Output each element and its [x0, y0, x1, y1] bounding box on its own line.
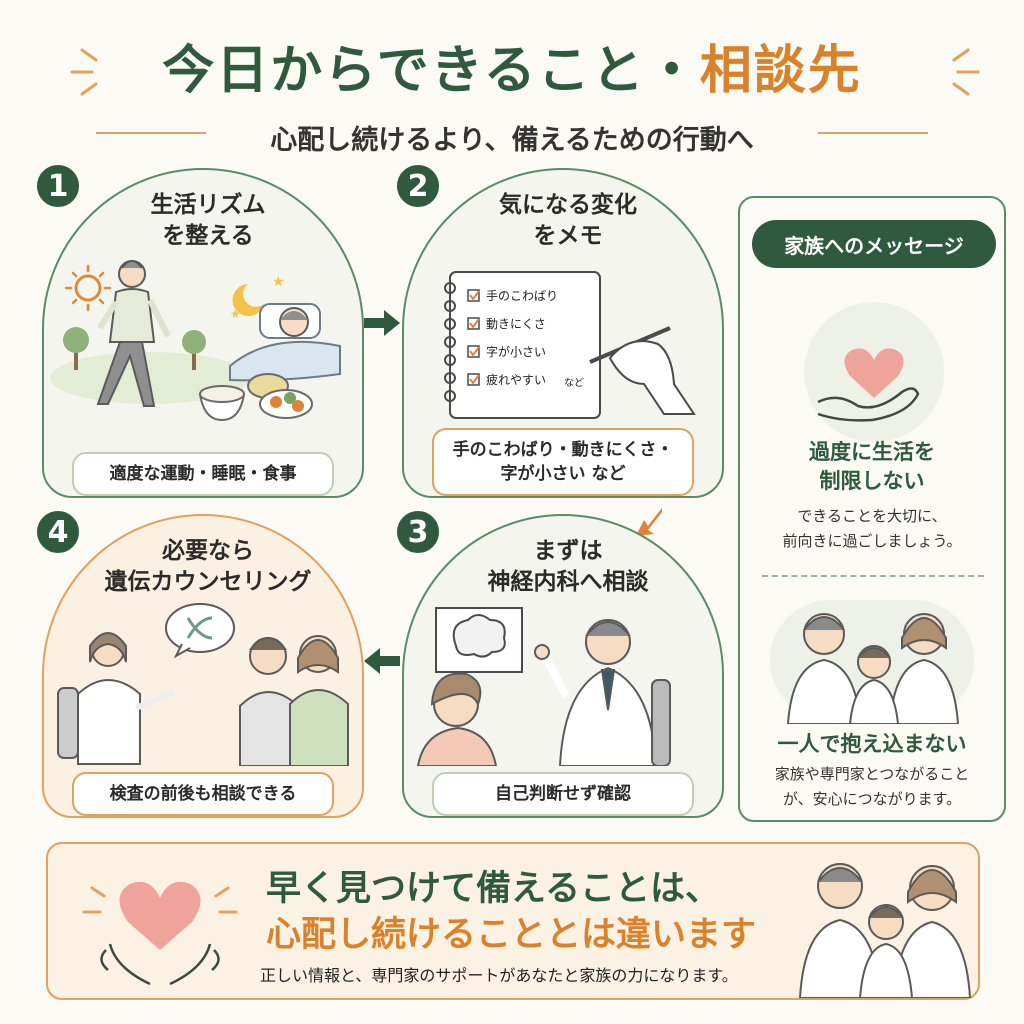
step-number-badge: 4	[34, 508, 82, 556]
hand-writing-figure	[589, 326, 696, 415]
sparkle-decoration-left	[70, 48, 98, 96]
step-title-line: 神経内科へ相談	[487, 569, 649, 595]
checkbox-icon	[467, 345, 480, 358]
step-card-3: 3 まずは 神経内科へ相談 自己判断せず確認	[394, 508, 724, 818]
family-illustration	[786, 613, 960, 724]
step-number-badge: 2	[394, 162, 442, 210]
sparkle-decoration-right	[952, 48, 980, 96]
step-caption: 検査の前後も相談できる	[72, 772, 334, 816]
title-main: 今日からできること・	[162, 41, 700, 101]
step-title-line: 気になる変化	[499, 192, 637, 218]
message-body-line: 前向きに過ごしましょう。	[782, 532, 962, 550]
memo-item: 疲れやすい	[486, 372, 546, 387]
step-title: まずは 神経内科へ相談	[444, 536, 692, 598]
step-number-badge: 3	[394, 508, 442, 556]
step-title-line: をメモ	[533, 223, 603, 249]
doctor-figure	[534, 619, 671, 766]
bottom-banner: 早く見つけて備えることは、 心配し続けることとは違います 正しい情報と、専門家の…	[46, 842, 980, 1000]
step-title-line: 生活リズム	[150, 192, 266, 218]
message-heading-line: 制限しない	[819, 469, 925, 493]
banner-body: 正しい情報と、専門家のサポートがあなたと家族の力になります。	[260, 966, 738, 985]
tree-icon	[182, 330, 206, 370]
message-heading: 一人で抱え込まない	[777, 732, 967, 756]
step-title: 気になる変化 をメモ	[444, 190, 692, 252]
step-title-line: 遺伝カウンセリング	[104, 569, 312, 595]
step-caption-line: 手のこわばり・動きにくさ・	[452, 440, 674, 460]
step-title-line: 必要なら	[162, 538, 254, 564]
page-subtitle: 心配し続けるより、備えるための行動へ	[270, 125, 754, 156]
sun-icon	[64, 264, 112, 312]
step-card-4: 4 必要なら 遺伝カウンセリング 検査の前後も相談できる	[34, 508, 364, 818]
moon-icon	[232, 284, 264, 316]
heart-icon	[119, 881, 201, 950]
subtitle-divider-left	[96, 132, 206, 134]
star-icon: ★	[230, 307, 241, 321]
sleeping-person-figure	[229, 303, 341, 382]
counselor-figure	[57, 632, 176, 765]
star-icon: ★	[272, 274, 285, 290]
title-accent: 相談先	[699, 41, 862, 101]
message-body-line: できることを大切に、	[797, 507, 947, 525]
step-card-1: 1 生活リズム を整える	[34, 162, 364, 498]
tree-icon	[63, 327, 89, 370]
banner-heading-line2: 心配し続けることとは違います	[266, 915, 757, 955]
walking-man-figure	[96, 260, 171, 407]
arrow-left-icon	[364, 648, 400, 674]
step-number-badge: 1	[34, 162, 82, 210]
page-title: 今日からできること・相談先	[0, 28, 1024, 103]
subtitle-divider-right	[818, 132, 928, 134]
message-body: できることを大切に、 前向きに過ごしましょう。	[740, 504, 1004, 554]
family-illustration	[798, 863, 972, 998]
family-message-panel: 家族へのメッセージ 過度に生活を 制限しない できることを大切に、 前向きに過ご…	[738, 196, 1006, 822]
step-caption: 自己判断せず確認	[432, 772, 694, 816]
message-body-line: 家族や専門家とつながること	[774, 765, 970, 783]
message-body-line: が、安心につながります。	[782, 790, 962, 808]
memo-notebook-illustration: 手のこわばり 動きにくさ 字が小さい 疲れやすい など	[444, 271, 696, 419]
dna-icon	[165, 603, 235, 659]
family-couple-figure	[239, 635, 349, 766]
banner-heading-line1: 早く見つけて備えることは、	[266, 869, 720, 909]
step-caption-line: 字が小さい など	[500, 464, 626, 484]
heart-icon	[844, 348, 904, 398]
neurology-consultation-illustration	[416, 607, 671, 766]
meal-illustration	[198, 373, 313, 422]
step-title: 必要なら 遺伝カウンセリング	[84, 536, 332, 598]
step-title-line: を整える	[162, 223, 254, 249]
message-heading: 過度に生活を 制限しない	[740, 438, 1004, 496]
message-heading-line: 過度に生活を	[809, 440, 935, 464]
memo-item: 字が小さい	[486, 344, 546, 359]
memo-item: 手のこわばり	[486, 289, 558, 303]
step-caption: 手のこわばり・動きにくさ・ 字が小さい など	[432, 428, 694, 496]
subtitle-row: 心配し続けるより、備えるための行動へ	[0, 112, 1024, 156]
arrow-down-icon	[636, 508, 662, 536]
step-title: 生活リズム を整える	[84, 190, 332, 252]
family-message-tab: 家族へのメッセージ	[752, 220, 996, 268]
step-caption: 適度な運動・睡眠・食事	[72, 452, 334, 496]
memo-suffix: など	[564, 377, 584, 389]
heart-in-hand-icon	[817, 348, 920, 422]
daily-rhythm-illustration: ★ ★	[50, 260, 341, 422]
brain-icon	[435, 607, 523, 673]
patient-figure	[416, 672, 498, 766]
genetic-counseling-illustration	[57, 603, 349, 766]
panel-divider	[762, 575, 984, 577]
checkbox-icon	[467, 373, 480, 386]
heart-hands-icon	[82, 881, 238, 986]
step-card-2: 2 気になる変化 をメモ 手のこわばり 動きにくさ 字が小さい 疲れやすい など…	[394, 162, 724, 498]
memo-item: 動きにくさ	[486, 317, 546, 331]
checkbox-icon	[467, 289, 480, 302]
checkbox-icon	[467, 317, 480, 330]
message-body: 家族や専門家とつながること が、安心につながります。	[740, 762, 1004, 812]
step-title-line: まずは	[533, 538, 603, 564]
arrow-right-icon	[364, 310, 400, 336]
